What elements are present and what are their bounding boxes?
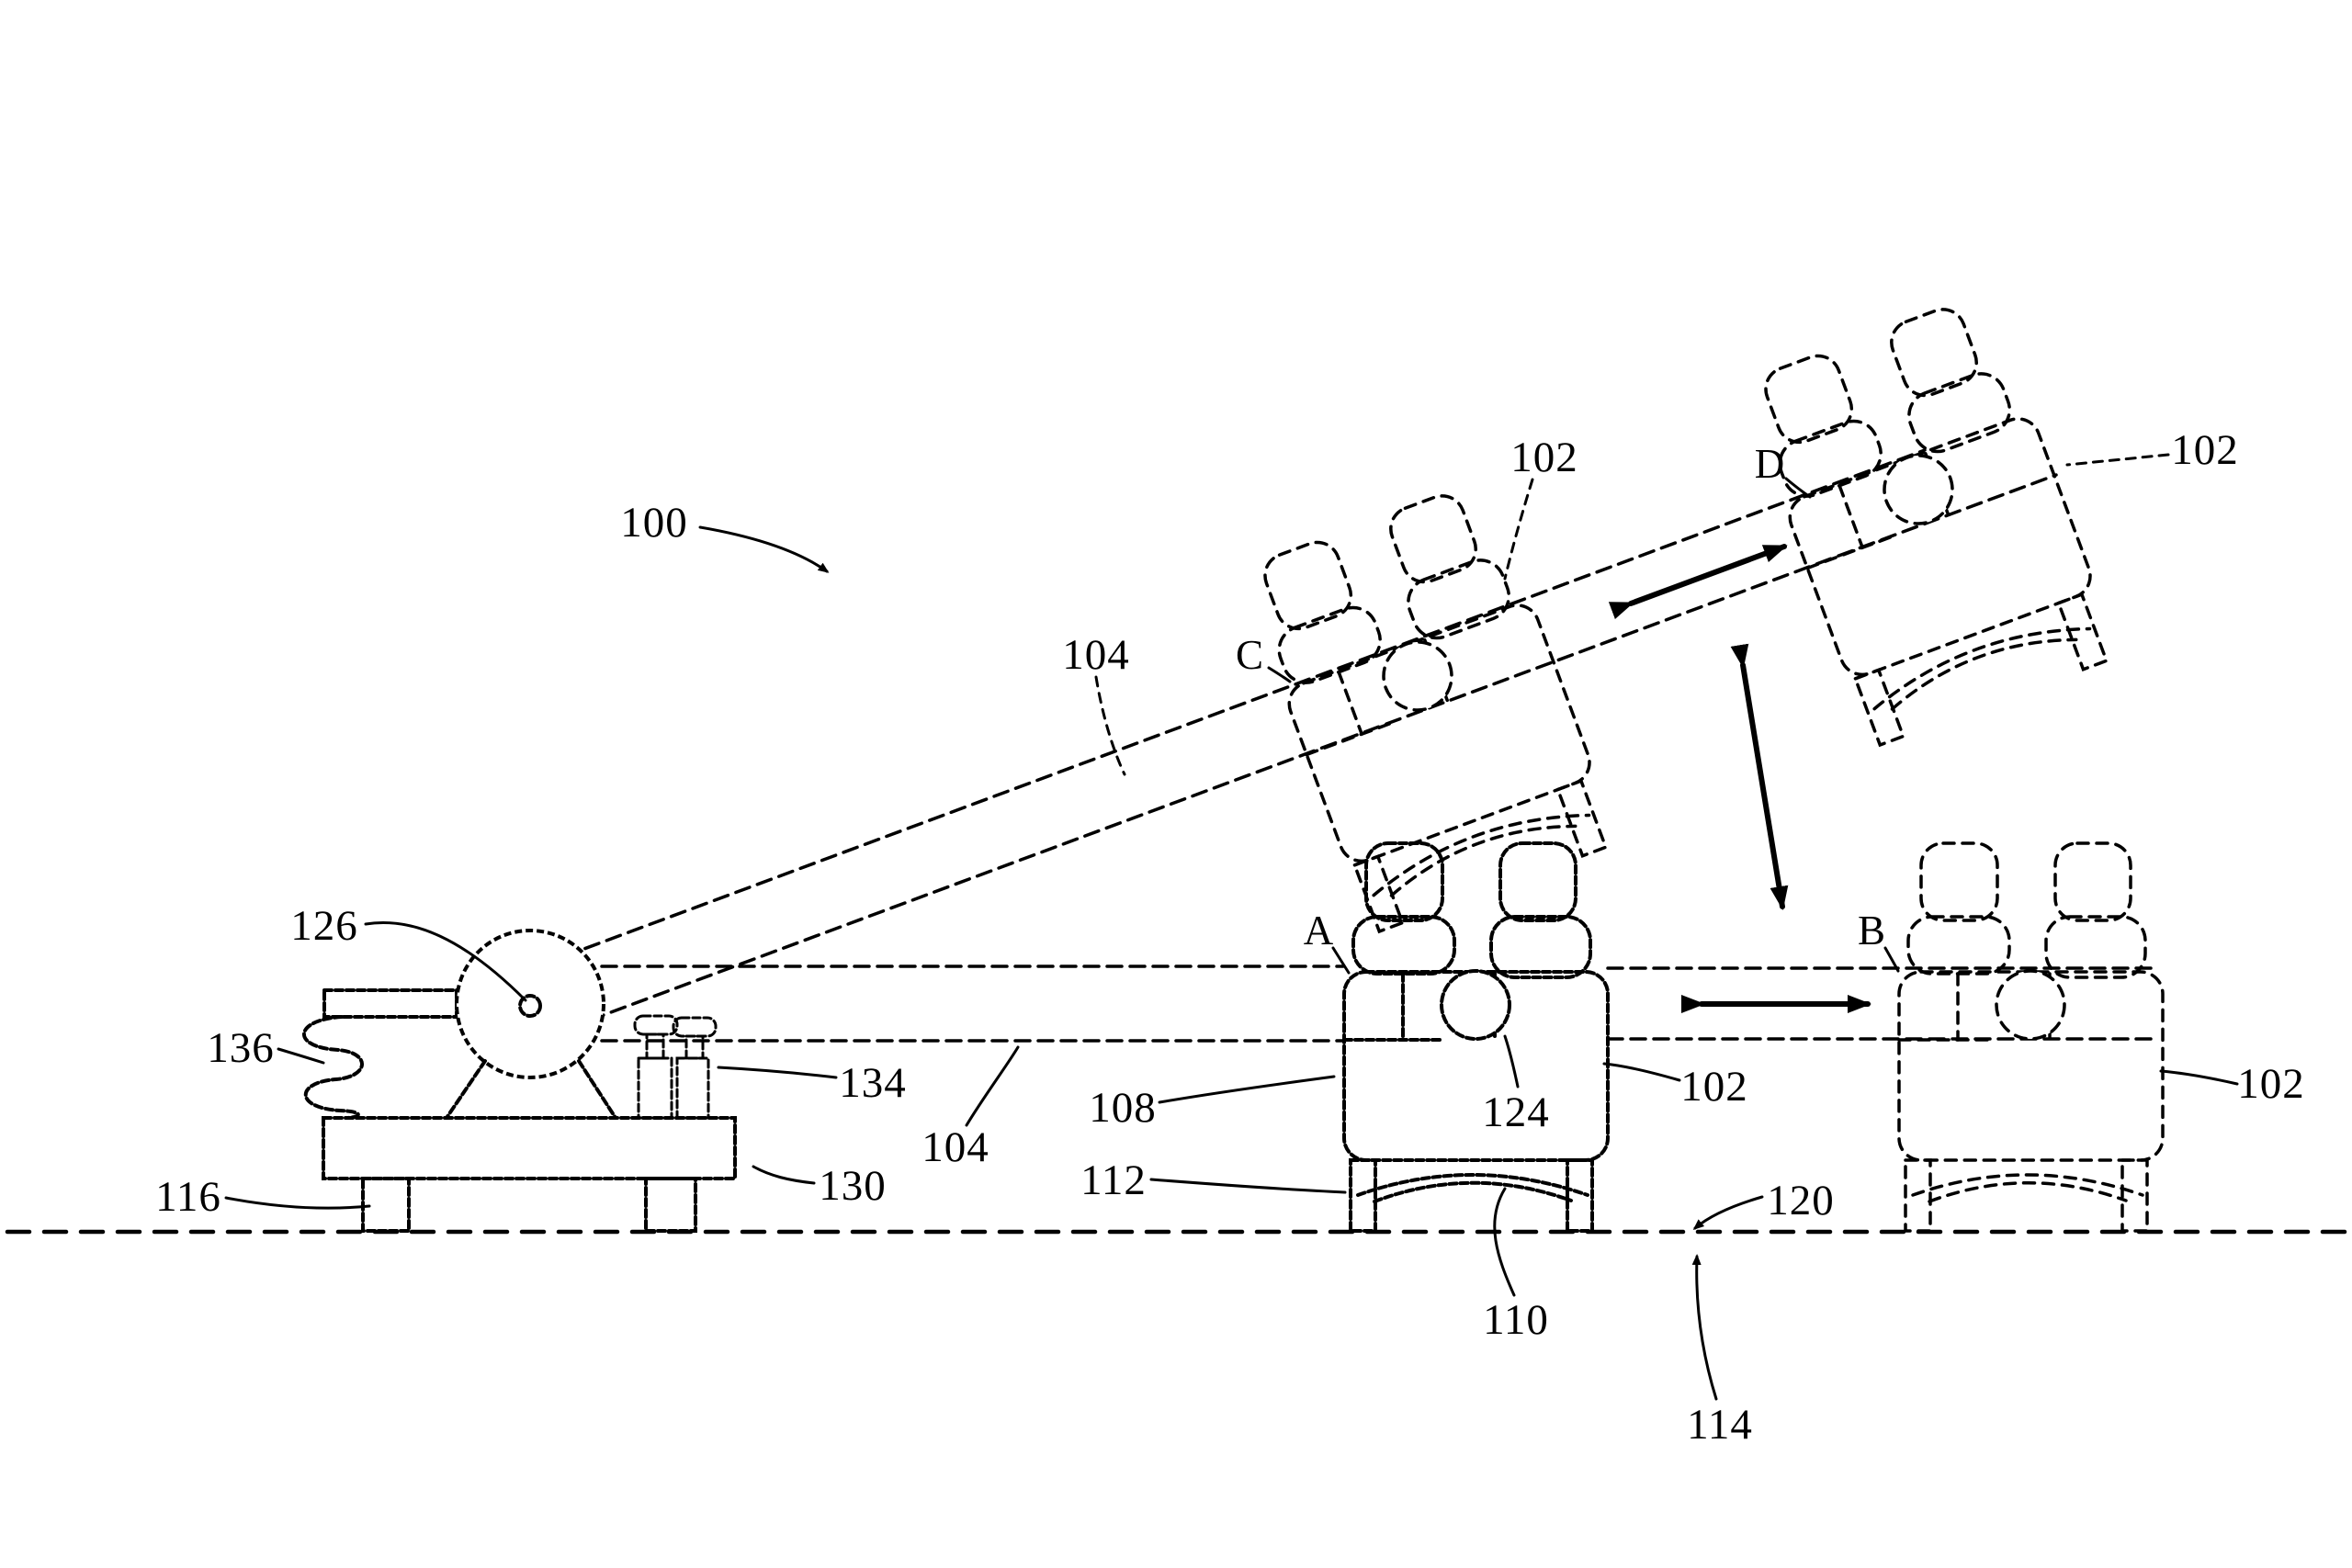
ref-label-102-right: 102 <box>2237 1060 2305 1108</box>
raised-boom-arm <box>540 448 2058 1038</box>
vehicle-position-d <box>1736 290 2123 750</box>
pivot-hub <box>518 994 542 1018</box>
leader-102-right <box>2159 1069 2239 1086</box>
pivot-assembly <box>302 929 737 1233</box>
leader-pos-c <box>1267 666 1292 683</box>
position-label-b: B <box>1858 908 1885 953</box>
slide-arrow-upper-boom <box>1608 544 1788 620</box>
a-frame-leg <box>445 1059 487 1120</box>
ref-label-112: 112 <box>1080 1156 1147 1204</box>
ref-label-134: 134 <box>839 1059 907 1107</box>
ref-label-100: 100 <box>620 499 688 547</box>
position-label-d: D <box>1755 441 1785 487</box>
spring <box>302 1015 364 1120</box>
leader-102-top-mid <box>1503 478 1534 581</box>
position-label-c: C <box>1236 632 1263 678</box>
leader-126 <box>364 921 527 1002</box>
horizontal-boom-arm <box>531 964 2157 1043</box>
ref-label-120: 120 <box>1767 1177 1835 1224</box>
ref-label-110: 110 <box>1483 1296 1549 1344</box>
ref-label-102-mid: 102 <box>1680 1063 1748 1111</box>
leader-102-top-right <box>2065 453 2170 467</box>
vehicle-position-b <box>1897 841 2165 1233</box>
bumper-stops <box>633 1014 718 1120</box>
leader-136 <box>277 1047 325 1065</box>
ref-label-136: 136 <box>207 1024 275 1072</box>
ref-label-126: 126 <box>290 902 358 950</box>
position-label-a: A <box>1304 908 1334 953</box>
ref-label-124: 124 <box>1482 1089 1550 1136</box>
leader-102-mid <box>1602 1062 1681 1082</box>
ref-label-114: 114 <box>1687 1401 1753 1449</box>
a-frame-leg <box>577 1059 617 1120</box>
pivot-disc <box>455 929 605 1079</box>
leader-108 <box>1158 1075 1336 1104</box>
ref-label-116: 116 <box>155 1173 221 1221</box>
ref-label-130: 130 <box>819 1162 887 1210</box>
leader-124 <box>1503 1034 1520 1089</box>
base-leg <box>361 1177 411 1233</box>
ref-label-102-top-right: 102 <box>2171 426 2239 474</box>
leader-110 <box>1493 1187 1516 1297</box>
leader-pos-a <box>1331 946 1351 975</box>
ref-label-104-lower: 104 <box>922 1123 989 1171</box>
leader-104-upper <box>1094 675 1126 776</box>
counterweight-bar <box>322 988 458 1019</box>
base-plate <box>322 1116 737 1180</box>
ref-label-108: 108 <box>1089 1084 1157 1132</box>
leader-134 <box>717 1066 838 1079</box>
leader-100 <box>698 525 830 573</box>
leader-130 <box>752 1165 816 1185</box>
leader-120 <box>1692 1195 1764 1230</box>
vehicle-position-c <box>1236 477 1623 936</box>
leader-104-lower <box>965 1045 1020 1127</box>
leader-pos-b <box>1883 946 1900 973</box>
ref-label-102-top-mid: 102 <box>1510 434 1578 481</box>
base-leg <box>644 1177 697 1233</box>
swing-arrow-between-booms <box>1730 643 1789 910</box>
leader-112 <box>1149 1178 1347 1194</box>
vehicle-position-a <box>1342 841 1610 1233</box>
leader-114 <box>1691 1254 1718 1401</box>
leader-pos-d <box>1784 477 1812 499</box>
ref-label-104-upper: 104 <box>1062 631 1130 679</box>
leader-116 <box>224 1196 371 1210</box>
